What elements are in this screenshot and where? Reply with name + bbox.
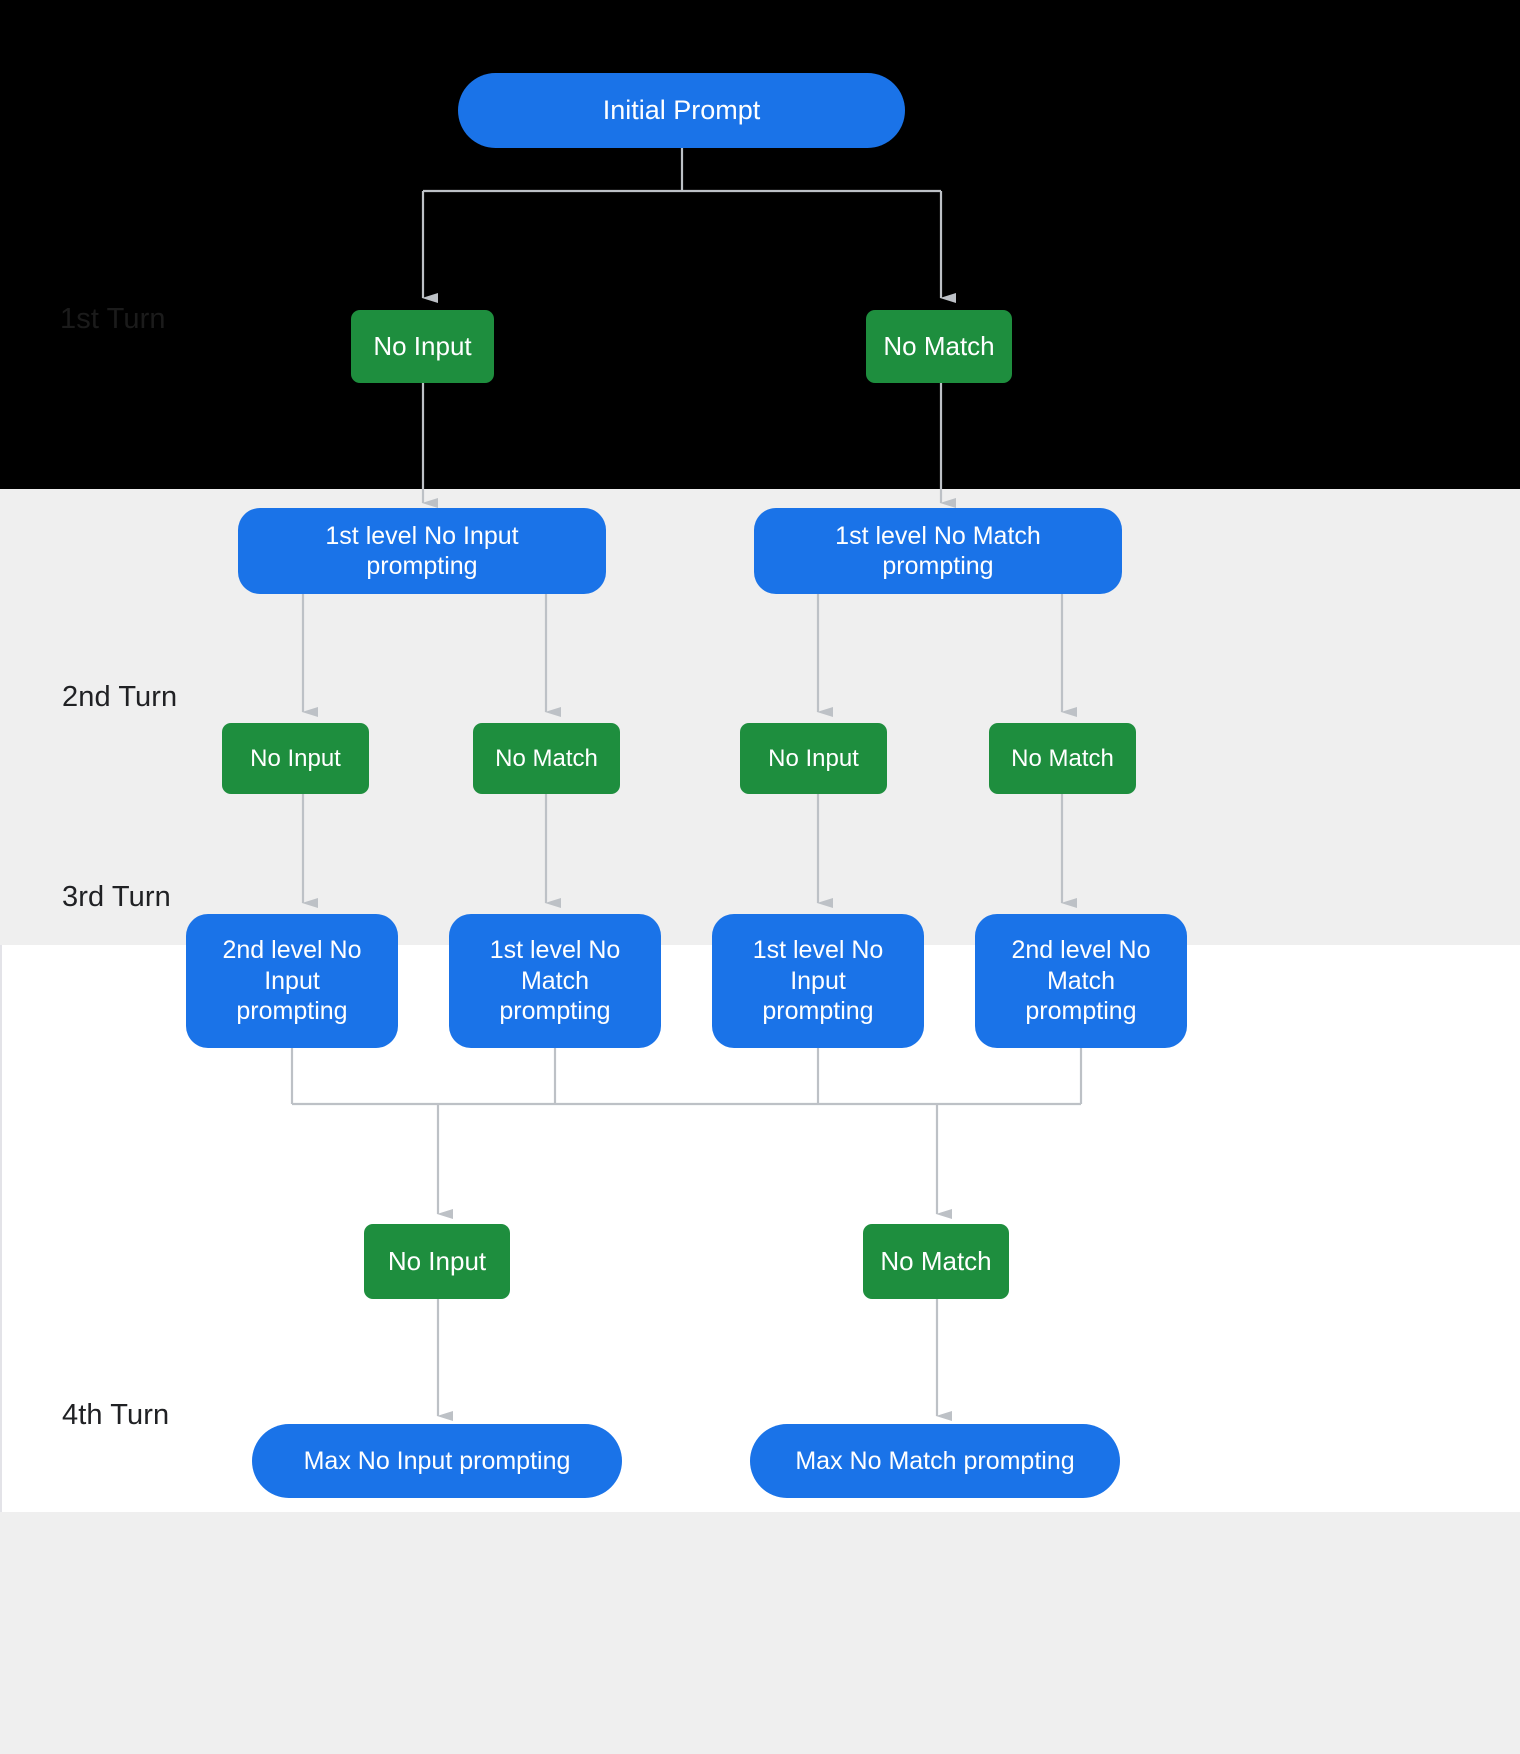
node-label-line2: prompting [882, 552, 994, 580]
turn-label-3rd: 3rd Turn [62, 881, 171, 913]
turn-label-2nd: 2nd Turn [62, 681, 178, 713]
node-turn3-no-input[interactable]: No Input [364, 1224, 510, 1299]
node-max-no-input-prompting[interactable]: Max No Input prompting [252, 1424, 622, 1498]
node-1st-level-no-match-prompting[interactable]: 1st level No Match prompting [754, 508, 1122, 594]
turn-label-4th: 4th Turn [62, 1399, 170, 1431]
node-label-line3: prompting [1025, 997, 1137, 1026]
node-label-line1: 1st level No Input [325, 521, 519, 550]
node-label-line1: 1st level No [752, 936, 884, 965]
node-label-line2: Input [264, 966, 320, 995]
node-label-line3: prompting [499, 997, 611, 1026]
node-label-line1: 1st level No [489, 936, 621, 965]
node-turn3-no-match[interactable]: No Match [863, 1224, 1009, 1299]
node-label: No Match [880, 1245, 992, 1276]
node-label-line1: 2nd level No [222, 936, 362, 965]
node-label: Max No Match prompting [795, 1446, 1075, 1475]
node-label: No Match [1011, 744, 1114, 772]
node-2nd-level-no-input-prompting[interactable]: 2nd level No Input prompting [186, 914, 398, 1048]
node-label: No Input [250, 744, 341, 772]
node-label: No Input [768, 744, 859, 772]
turn-label-1st: 1st Turn [60, 303, 166, 335]
node-1st-level-no-input-prompting[interactable]: 1st level No Input prompting [238, 508, 606, 594]
node-turn1-no-match[interactable]: No Match [866, 310, 1012, 383]
node-label-line1: 2nd level No [1011, 936, 1151, 965]
band-left-edge-rule [0, 945, 2, 1512]
node-label: No Input [387, 1245, 487, 1276]
node-label: Initial Prompt [602, 95, 761, 126]
node-2nd-level-no-match-prompting[interactable]: 2nd level No Match prompting [975, 914, 1187, 1048]
node-turn2-no-match-right[interactable]: No Match [989, 723, 1136, 794]
node-label: Max No Input prompting [303, 1446, 571, 1475]
node-label: No Match [883, 330, 995, 361]
node-label-line1: 1st level No Match [835, 521, 1041, 550]
node-1st-level-no-input-prompting-turn3[interactable]: 1st level No Input prompting [712, 914, 924, 1048]
node-turn2-no-input-right[interactable]: No Input [740, 723, 887, 794]
node-initial-prompt[interactable]: Initial Prompt [458, 73, 905, 148]
node-label-line2: prompting [366, 552, 478, 580]
node-label-line3: prompting [236, 997, 348, 1026]
node-label-line2: Match [520, 966, 590, 995]
node-turn1-no-input[interactable]: No Input [351, 310, 494, 383]
node-turn2-no-input-left[interactable]: No Input [222, 723, 369, 794]
node-1st-level-no-match-prompting-turn3[interactable]: 1st level No Match prompting [449, 914, 661, 1048]
node-turn2-no-match-left[interactable]: No Match [473, 723, 620, 794]
node-label: No Input [373, 330, 472, 361]
node-max-no-match-prompting[interactable]: Max No Match prompting [750, 1424, 1120, 1498]
node-label-line3: prompting [762, 997, 874, 1026]
node-label: No Match [495, 744, 598, 772]
node-label-line2: Match [1046, 966, 1116, 995]
turn-band-4 [0, 1512, 1520, 1754]
node-label-line2: Input [790, 966, 846, 995]
